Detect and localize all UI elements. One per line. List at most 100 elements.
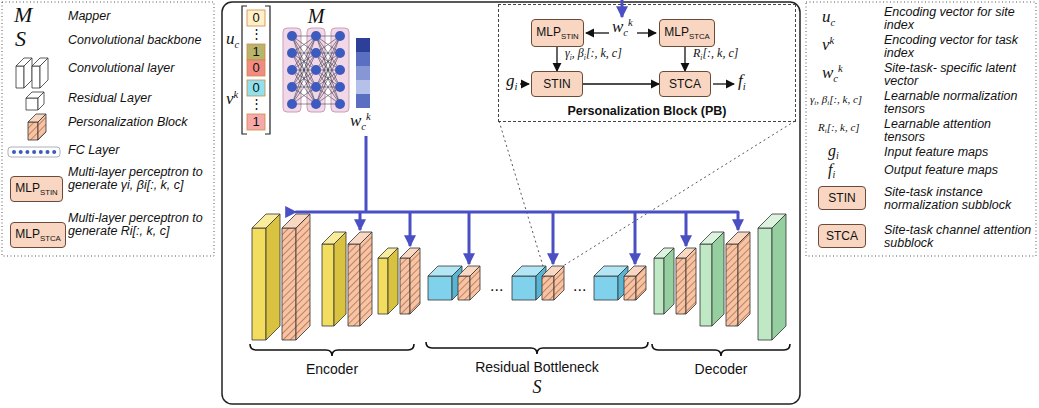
mapper-neuron xyxy=(311,82,321,92)
slab-front xyxy=(322,244,334,326)
legend-panel xyxy=(2,2,214,256)
legend-text: Output feature maps xyxy=(884,164,1032,177)
layer-shape xyxy=(512,266,546,300)
slab-front xyxy=(700,244,712,326)
latent-input-arrow xyxy=(621,0,624,17)
label-text: , β xyxy=(816,93,827,105)
label-text: S xyxy=(533,377,542,397)
label-text: i xyxy=(515,81,518,92)
label-text: ... xyxy=(490,277,503,294)
slab-side xyxy=(664,248,674,314)
label-text: f xyxy=(828,161,832,178)
output-arrow xyxy=(713,83,734,84)
symbol-label: ... xyxy=(490,278,503,294)
vector-cell xyxy=(247,80,265,96)
symbol-label: 0 xyxy=(252,61,259,74)
slab-front xyxy=(676,258,686,314)
label-text: g xyxy=(506,71,515,90)
latent-arrow xyxy=(637,32,656,33)
latent-vector-cell xyxy=(356,80,370,94)
symbol-label: fi xyxy=(738,72,746,92)
label-text: M xyxy=(14,2,32,27)
layer-shape xyxy=(252,214,280,340)
label-text: g xyxy=(828,142,836,159)
mapper-neuron xyxy=(311,48,321,58)
bus-arrow xyxy=(359,212,362,230)
vector-cell xyxy=(247,114,265,130)
symbol-label: M xyxy=(14,4,32,26)
bus-arrow xyxy=(468,212,471,264)
label-text: i xyxy=(825,127,827,134)
symbol-label: Encoder xyxy=(306,362,358,376)
slab-front xyxy=(654,258,664,314)
personalization-block-shape xyxy=(624,266,646,300)
label-text: i xyxy=(584,53,586,62)
subblock-box: STIN xyxy=(531,71,583,97)
symbol-label: 1 xyxy=(252,115,259,128)
mapper-neuron xyxy=(287,82,297,92)
fc-dot xyxy=(12,150,16,154)
slab-front xyxy=(32,66,40,88)
mapper-weight xyxy=(316,53,340,104)
symbol-label: ... xyxy=(573,278,586,294)
fc-dot xyxy=(52,150,56,154)
slab-side xyxy=(296,214,310,340)
fc-dot xyxy=(32,150,36,154)
mapper-weight xyxy=(316,36,340,87)
mapper-neuron xyxy=(287,31,297,41)
bus-arrow xyxy=(685,212,688,246)
legend-text: Learnable normalization tensors xyxy=(884,90,1032,116)
personalization-block-shape xyxy=(458,266,480,300)
node-text: MLP xyxy=(664,25,689,39)
slab-front xyxy=(400,258,410,314)
layer-shape xyxy=(378,248,398,314)
layer-shape xyxy=(322,232,346,326)
label-text: u xyxy=(226,29,235,48)
symbol-label: 0 xyxy=(252,11,259,24)
label-text: [:, k, c] xyxy=(702,46,738,60)
legend-text: Input feature maps xyxy=(884,146,1032,159)
label-text: i xyxy=(836,150,839,161)
label-text: i xyxy=(832,169,835,180)
slab-front xyxy=(282,228,296,340)
mapper-weight xyxy=(292,36,316,87)
label-text: R xyxy=(818,121,825,133)
slab-front xyxy=(726,244,738,326)
node-text: STCA xyxy=(669,77,701,91)
latent-arrow xyxy=(586,32,609,33)
symbol-label: gi xyxy=(506,72,517,92)
label-text: c xyxy=(833,73,838,84)
label-text: c xyxy=(235,39,240,50)
mlp-box: MLPSTCA xyxy=(10,222,66,248)
label-text: w xyxy=(350,111,361,130)
vector-cell xyxy=(247,60,265,76)
mapper-neuron xyxy=(311,65,321,75)
mlp-box: MLPSTCA xyxy=(659,19,715,47)
fc-layer-icon xyxy=(8,147,60,157)
label-text: 0 xyxy=(252,60,259,75)
legend-text: Personalization Block xyxy=(68,116,208,129)
slab-front xyxy=(348,244,360,326)
label-text: [:, k, c] xyxy=(586,46,622,60)
slab-front xyxy=(458,276,470,300)
label-text: w xyxy=(822,63,833,82)
mlp-box: MLPSTIN xyxy=(10,176,63,202)
bus-arrow xyxy=(552,212,555,264)
label-text: Residual Bottleneck xyxy=(475,359,599,375)
slab-front xyxy=(624,276,636,300)
personalization-block-shape xyxy=(726,232,750,326)
layer-shape xyxy=(428,266,462,300)
symbol-label: 0 xyxy=(252,81,259,94)
symbol-label: γi, βi[:, k, c] xyxy=(565,47,622,61)
symbol-label: Ri[:, k, c] xyxy=(693,47,738,61)
box-text: STCA xyxy=(826,229,858,243)
slab-side xyxy=(24,58,32,88)
label-text: i xyxy=(700,53,702,62)
label-text: i xyxy=(827,99,829,106)
box-text: MLPSTCA xyxy=(15,227,60,242)
label-text: R xyxy=(693,46,700,60)
slab-side xyxy=(410,248,420,314)
label-text: c xyxy=(831,17,836,28)
label-text: i xyxy=(743,81,746,92)
node-text: Personalization Block (PB) xyxy=(567,104,726,118)
